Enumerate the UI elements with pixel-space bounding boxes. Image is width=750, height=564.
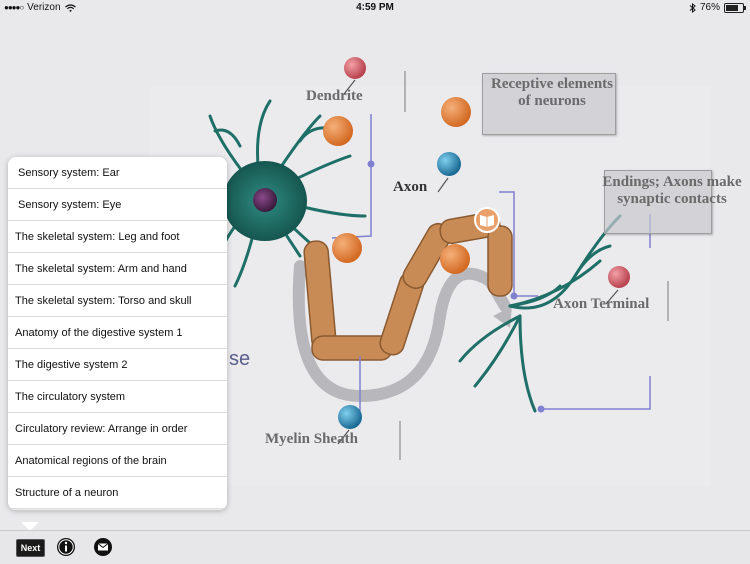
bottom-toolbar: Next xyxy=(0,530,750,564)
status-time: 4:59 PM xyxy=(356,2,394,13)
axon-terminal-label: Axon Terminal xyxy=(553,296,650,312)
drop-target-2[interactable] xyxy=(441,97,471,127)
menu-item[interactable]: The skeletal system: Arm and hand xyxy=(8,253,227,285)
axon-label: Axon xyxy=(393,179,428,195)
menu-item[interactable]: Sensory system: Eye xyxy=(8,189,227,221)
menu-item[interactable]: The skeletal system: Torso and skull xyxy=(8,285,227,317)
drop-target-3[interactable] xyxy=(332,233,362,263)
neuron-diagram xyxy=(150,57,710,486)
nucleus xyxy=(253,188,277,212)
signal-icon: ●●●●○ xyxy=(4,3,24,12)
menu-item[interactable]: The skeletal system: Leg and foot xyxy=(8,221,227,253)
axon-pin[interactable] xyxy=(437,152,461,176)
receptive-elements-box xyxy=(482,73,616,135)
endings-label: Endings; Axons make synaptic contacts xyxy=(602,174,742,208)
connector-dots xyxy=(367,160,545,413)
dendrite-label: Dendrite xyxy=(306,88,363,104)
partial-text: se xyxy=(229,348,251,370)
axon-terminal-pin-needle xyxy=(605,289,619,305)
mail-icon[interactable] xyxy=(93,537,113,557)
divider-lines xyxy=(399,71,669,460)
status-bar: ●●●●○ Verizon 4:59 PM 76% xyxy=(0,0,750,16)
connector-lines xyxy=(331,114,651,411)
menu-footer xyxy=(8,509,227,510)
menu-item[interactable]: Structure of a neuron xyxy=(8,477,227,509)
menu-item[interactable]: Anatomy of the digestive system 1 xyxy=(8,317,227,349)
endings-line-2: synaptic contacts xyxy=(617,191,727,207)
battery-level xyxy=(726,4,738,11)
menu-item[interactable]: The digestive system 2 xyxy=(8,349,227,381)
receptive-line-2: of neurons xyxy=(518,93,586,109)
menu-item[interactable]: The circulatory system xyxy=(8,381,227,413)
direction-arrow xyxy=(292,260,511,403)
endings-box xyxy=(604,170,712,234)
receptive-line-1: Receptive elements xyxy=(490,76,614,92)
book-icon[interactable] xyxy=(474,207,500,233)
info-icon[interactable] xyxy=(56,537,76,557)
myelin-sheath-label: Myelin Sheath xyxy=(265,431,358,447)
dendrite-pin-needle xyxy=(343,79,356,95)
axon-terminal-pin[interactable] xyxy=(608,266,630,288)
menu-item[interactable]: Sensory system: Ear xyxy=(8,157,227,189)
battery-percent: 76% xyxy=(699,2,720,13)
myelin-segments xyxy=(303,211,513,361)
myelin-pin-needle xyxy=(337,429,350,445)
bluetooth-icon xyxy=(689,2,696,13)
menu-item[interactable]: Anatomical regions of the brain xyxy=(8,445,227,477)
receptive-elements-label: Receptive elements of neurons xyxy=(482,76,622,110)
axon-pin-needle xyxy=(437,177,449,193)
popover-pointer xyxy=(21,522,39,531)
drop-target-4[interactable] xyxy=(440,244,470,274)
carrier-name: Verizon xyxy=(27,2,61,13)
next-button[interactable]: Next xyxy=(16,539,45,557)
drop-target-1[interactable] xyxy=(323,116,353,146)
diagram-stage: Receptive elements of neurons Endings; A… xyxy=(0,16,750,530)
endings-line-1: Endings; Axons make xyxy=(602,174,742,190)
wifi-icon xyxy=(64,3,76,12)
dendrite-pin[interactable] xyxy=(344,57,366,79)
myelin-pin[interactable] xyxy=(338,405,362,429)
menu-item[interactable]: Circulatory review: Arrange in order xyxy=(8,413,227,445)
battery-icon xyxy=(724,2,746,13)
